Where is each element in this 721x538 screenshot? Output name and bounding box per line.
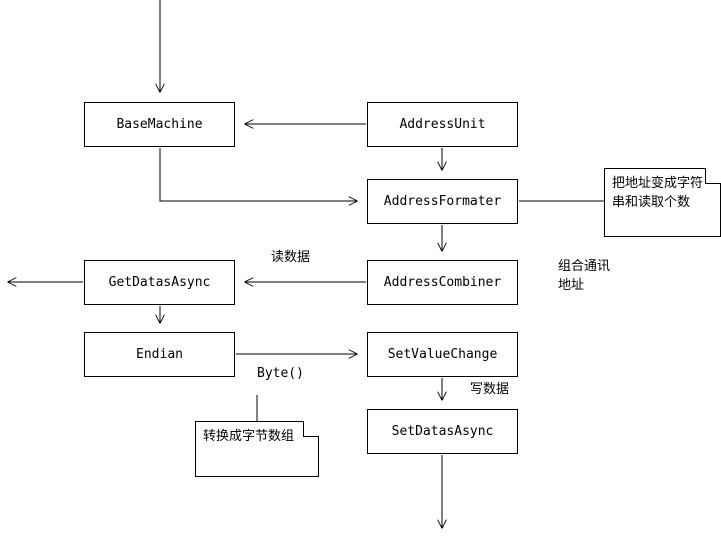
node-label: BaseMachine [116, 117, 203, 132]
edge-label-byte: Byte() [257, 366, 304, 381]
node-label: AddressUnit [399, 117, 486, 132]
node-endian[interactable]: Endian [84, 332, 235, 377]
node-address-unit[interactable]: AddressUnit [367, 102, 518, 147]
node-label: SetValueChange [387, 347, 498, 362]
node-address-formater[interactable]: AddressFormater [367, 179, 518, 224]
node-set-datas-async[interactable]: SetDatasAsync [367, 409, 518, 454]
node-address-combiner[interactable]: AddressCombiner [367, 260, 518, 305]
node-label: AddressCombiner [383, 275, 502, 290]
node-label: AddressFormater [383, 194, 502, 209]
node-get-datas-async[interactable]: GetDatasAsync [84, 260, 235, 305]
node-label: Endian [136, 347, 183, 362]
note-address-format: 把地址变成字符串和读取个数 [604, 168, 721, 237]
note-fold-corner [303, 421, 319, 437]
edge-label-combine-address: 组合通讯 地址 [558, 259, 611, 293]
node-set-value-change[interactable]: SetValueChange [367, 332, 518, 377]
node-label: SetDatasAsync [391, 424, 494, 439]
note-text: 把地址变成字符串和读取个数 [612, 176, 704, 210]
edge-label-write-data: 写数据 [470, 382, 510, 397]
edge-label-read-data: 读数据 [271, 250, 311, 265]
node-label: GetDatasAsync [108, 275, 211, 290]
note-fold-corner [705, 168, 721, 184]
edge-basemachine-to-addressformater [159, 148, 357, 201]
note-byte-array: 转换成字节数组 [195, 421, 319, 477]
node-base-machine[interactable]: BaseMachine [84, 102, 235, 147]
note-text: 转换成字节数组 [203, 429, 295, 444]
